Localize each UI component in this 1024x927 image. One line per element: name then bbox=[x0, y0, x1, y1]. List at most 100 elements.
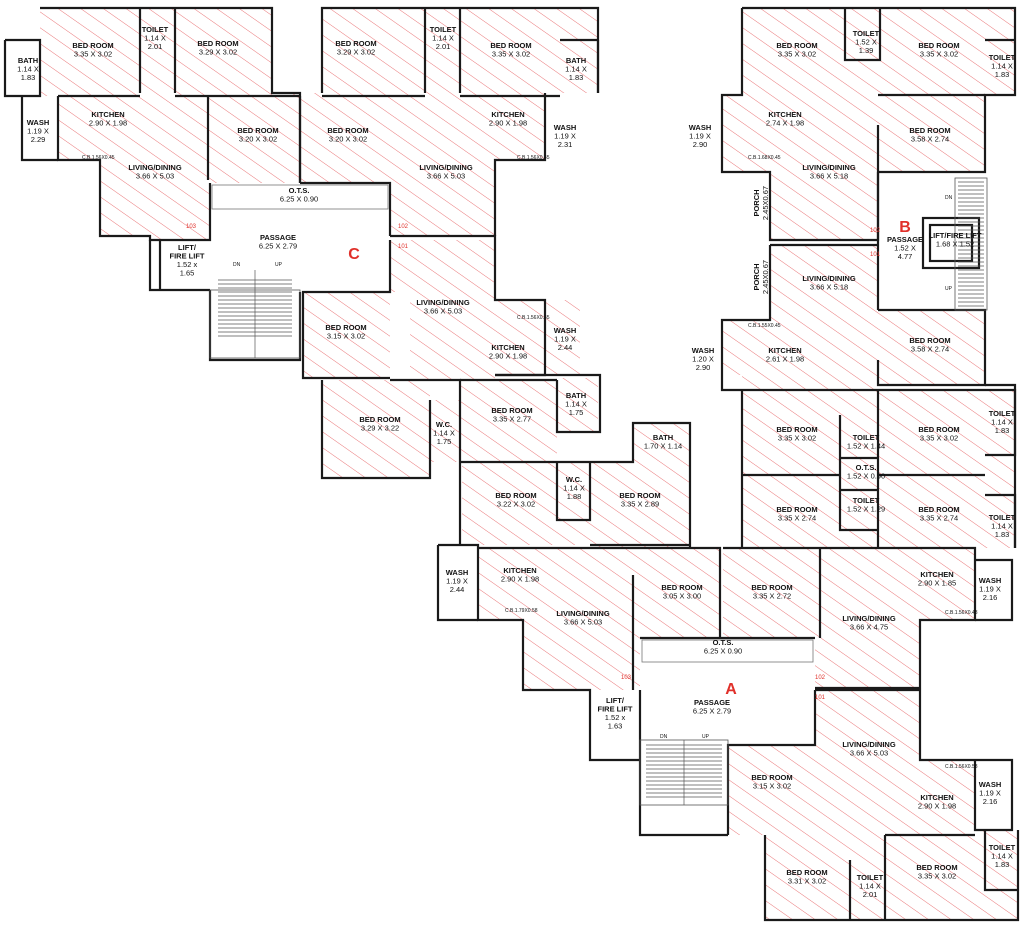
room-size: 1.14 X bbox=[991, 522, 1013, 531]
floor-c-wc-bottom bbox=[430, 400, 460, 462]
porch-size: 2.45X0.67 bbox=[761, 260, 770, 294]
room-size: 1.83 bbox=[995, 426, 1010, 435]
room-name: TOILET bbox=[142, 25, 169, 34]
room-size: 1.88 bbox=[567, 492, 582, 501]
room-size: 3.58 X 2.74 bbox=[911, 345, 949, 354]
block-label-a: A bbox=[725, 681, 737, 698]
unit-number: 102 bbox=[870, 228, 881, 234]
room-size: 1.14 X bbox=[991, 852, 1013, 861]
floor-b-mid bbox=[722, 245, 985, 390]
annotation: C.B.1.55X0.45 bbox=[748, 323, 781, 329]
room-size: 6.25 X 0.90 bbox=[704, 647, 742, 656]
ots-c bbox=[211, 184, 389, 210]
room-size: 1.52 x bbox=[605, 713, 626, 722]
room-name: TOILET bbox=[989, 409, 1016, 418]
room-size: 3.35 X 3.02 bbox=[918, 872, 956, 881]
annotation: DN bbox=[660, 734, 668, 740]
room-size: 3.66 X 5.18 bbox=[810, 283, 848, 292]
room-name: PASSAGE bbox=[260, 233, 296, 242]
annotation: UP bbox=[275, 262, 283, 268]
room-size: 1.52 X bbox=[894, 244, 916, 253]
room-name: KITCHEN bbox=[491, 110, 524, 119]
ots-a bbox=[641, 639, 814, 663]
room-size: 3.15 X 3.02 bbox=[753, 782, 791, 791]
room-size: 3.66 X 4.75 bbox=[850, 623, 888, 632]
room-size: 6.25 X 2.79 bbox=[259, 242, 297, 251]
room-name: KITCHEN bbox=[920, 793, 953, 802]
room-name: BED ROOM bbox=[918, 41, 959, 50]
room-name: LIVING/DINING bbox=[556, 609, 610, 618]
room-size: 1.52 X 1.44 bbox=[847, 442, 885, 451]
room-name: TOILET bbox=[989, 53, 1016, 62]
room-size: 1.52 X 1.29 bbox=[847, 505, 885, 514]
room-name: BED ROOM bbox=[197, 39, 238, 48]
room-name: TOILET bbox=[853, 496, 880, 505]
annotation: C.B.1.56X0.43 bbox=[945, 610, 978, 616]
block-label-c: C bbox=[348, 246, 360, 263]
room-name: LIFT/ bbox=[606, 696, 625, 705]
room-size: 3.20 X 3.02 bbox=[239, 135, 277, 144]
room-size: 2.90 X 1.98 bbox=[489, 352, 527, 361]
floor-mid-bath bbox=[633, 423, 690, 462]
room-name: BED ROOM bbox=[909, 336, 950, 345]
room-name: TOILET bbox=[857, 873, 884, 882]
porch-name: PORCH bbox=[752, 263, 761, 290]
room-name: BED ROOM bbox=[751, 773, 792, 782]
room-size: 6.25 X 0.90 bbox=[280, 195, 318, 204]
room-size: 1.20 X bbox=[692, 355, 714, 364]
room-size: 2.90 X 1.98 bbox=[918, 802, 956, 811]
room-name: BED ROOM bbox=[916, 863, 957, 872]
floor-mid-bedrooms bbox=[462, 462, 690, 548]
room-name: BED ROOM bbox=[619, 491, 660, 500]
stair-a bbox=[639, 739, 729, 806]
room-size: 2.31 bbox=[558, 140, 573, 149]
room-name: BED ROOM bbox=[325, 323, 366, 332]
room-size: 3.66 X 5.03 bbox=[564, 618, 602, 627]
room-name: WASH bbox=[446, 568, 469, 577]
room-name: LIVING/DINING bbox=[128, 163, 182, 172]
room-label-c-ots: O.T.S.6.25 X 0.90 bbox=[280, 186, 318, 204]
room-size: 2.44 bbox=[450, 585, 465, 594]
room-name: PASSAGE bbox=[887, 235, 923, 244]
room-name: KITCHEN bbox=[920, 570, 953, 579]
room-size: 1.39 bbox=[859, 46, 874, 55]
room-size: 4.77 bbox=[898, 252, 913, 261]
room-name: TOILET bbox=[430, 25, 457, 34]
unit-number: 103 bbox=[186, 224, 197, 230]
room-name: BED ROOM bbox=[327, 126, 368, 135]
floor-c-bed-lower bbox=[303, 292, 390, 378]
room-name: WASH bbox=[692, 346, 715, 355]
annotation: C.B.1.56X0.45 bbox=[82, 155, 115, 161]
room-size: 3.35 X 2.74 bbox=[778, 514, 816, 523]
room-name: FIRE LIFT bbox=[170, 252, 205, 261]
annotation: DN bbox=[945, 195, 953, 201]
room-name: O.T.S. bbox=[713, 638, 734, 647]
room-size: 2.44 bbox=[558, 343, 573, 352]
room-size: 3.35 X 3.02 bbox=[778, 434, 816, 443]
room-size: 1.19 X bbox=[689, 132, 711, 141]
room-name: LIVING/DINING bbox=[419, 163, 473, 172]
